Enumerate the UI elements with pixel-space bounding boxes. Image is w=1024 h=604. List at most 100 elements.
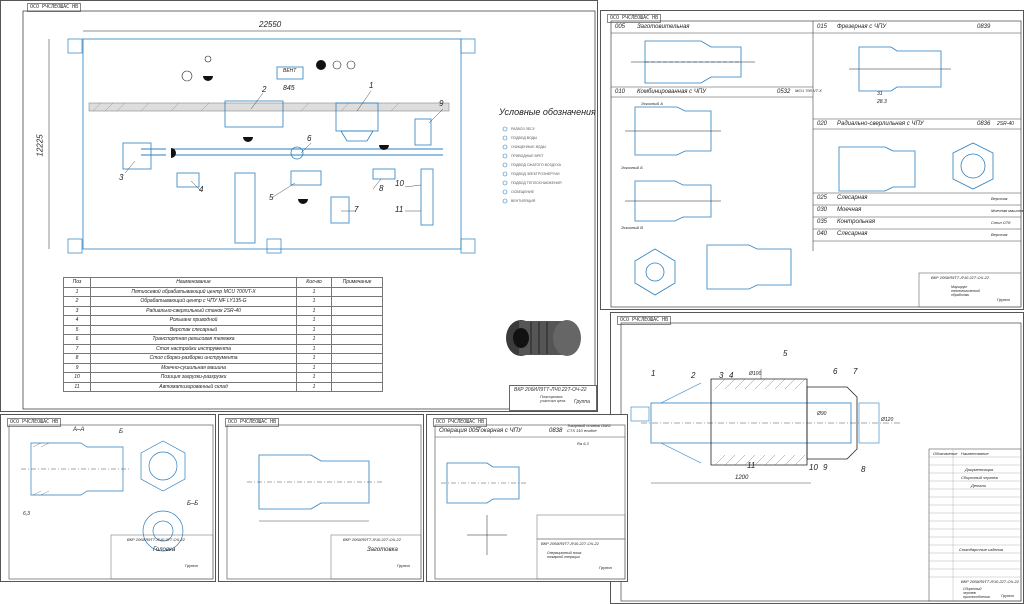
cell-pos: 2 [63,296,91,307]
equip-num-1: 1 [369,81,374,90]
title-block-code: ВКР 20бИЛ9ТТ-ЛЧ0.22Т-ОЧ-22 [931,275,989,280]
dim-width: 22550 [259,20,282,29]
cell-qty: 1 [296,334,332,345]
op-020-machine: 2SR-40 [997,121,1014,127]
dim-120: Ø120 [881,417,894,423]
cell-note [331,343,383,354]
title-block-group: Группа [1001,593,1014,598]
title-block-name: Головка [153,547,176,553]
equip-num-4: 4 [199,185,204,194]
section-bb-label: Б–Б [187,501,199,507]
cell-pos: 9 [63,362,91,373]
col-pos: Поз [63,277,91,288]
op-005-name: Заготовительная [637,24,690,30]
title-block-group: Группа [599,565,612,570]
cell-note [331,381,383,392]
spec-section-drawing: Сборочный чертеж [961,475,998,480]
title-block-code: ВКР 20бИЛ9ТТ-ЛЧ0.22Т-ОЧ-22 [343,537,401,542]
spec-header-designation: Обозначение [933,451,958,456]
title-block-group: Группа [397,563,410,568]
title-block-code: ВКР 20бИЛ9ТТ-ЛЧ0.22Т-ОЧ-22 [961,579,1019,584]
dim-31: 31 [877,91,883,97]
cell-qty: 1 [296,362,332,373]
op-010-code: 0532 [777,89,791,95]
dim-height: 12225 [35,134,45,157]
cell-note [331,305,383,316]
title-block-name: Операционный эскиз токарной операции [547,551,582,559]
cell-qty: 1 [296,343,332,354]
cell-pos: 10 [63,372,91,383]
operation-drawing [434,424,626,580]
cell-name: Обрабатывающий центр с ЧПУ MF LY135-G [90,296,297,307]
op-005-number: 005 [615,24,626,30]
part-num-7: 7 [853,367,858,376]
cell-pos: 3 [63,305,91,316]
cell-note [331,353,383,364]
sheet-stamp: ОСО РЧСЛЕОШАС НВ [607,14,662,23]
dim-90: Ø90 [817,411,827,417]
op-040-name: Слесарная [837,231,868,237]
sheet-stamp: ОСО РЧСЛЕОШАС НВ [225,418,280,427]
op-010-machine: MCU 700 VT-X [795,88,822,93]
op-030-number: 030 [817,207,828,213]
assembly-sheet: ОСО РЧСЛЕОШАС НВ [610,312,1024,604]
cell-qty: 1 [296,372,332,383]
cell-qty: 1 [296,296,332,307]
legend-item: ВЕНТИЛЯЦИЯ [511,199,536,203]
cell-pos: 1 [63,286,91,297]
view-label-a: Эскизный А [641,101,663,106]
equip-num-8: 8 [379,184,384,193]
op-header: Операция 005 [439,428,479,434]
equip-num-9: 9 [439,99,444,108]
equip-num-6: 6 [307,134,312,143]
cell-name: Рольганг приводной [90,315,297,326]
section-aa-label: А–А [73,427,85,433]
dim-28-3: 28.3 [877,99,887,105]
blank-sheet: ОСО РЧСЛЕОШАС НВ ВКР 20бИЛ9ТТ-ЛЧ0.22Т-ОЧ… [218,414,424,582]
part-num-10: 10 [809,463,818,472]
equip-num-5: 5 [269,193,274,202]
title-block-group: Группа [997,297,1010,302]
op-030-place: Моечная машина [991,208,1024,213]
op-020-number: 020 [817,121,828,127]
op-025-number: 025 [817,195,828,201]
equip-num-2: 2 [262,85,267,94]
cell-pos: 11 [63,381,91,392]
part-num-9: 9 [823,463,828,472]
op-040-place: Верстак [991,232,1008,237]
part-num-8: 8 [861,465,866,474]
cell-qty: 1 [296,315,332,326]
cell-name: Транспортная рельсовая тележка [90,334,297,345]
title-block: ВКР 20бИЛ9ТТ-ЛЧ0.22Т-ОЧ-22 Планировка уч… [509,385,597,411]
cell-name: Автоматизированный склад [90,381,297,392]
part-sheet: ОСО РЧСЛЕОШАС НВ А–А Б Б–Б 6,3 ВКР 20бИЛ… [0,414,216,582]
dim-1200: 1200 [735,475,749,481]
cell-name: Стол настройки инструмента [90,343,297,354]
title-block-code: ВКР 20бИЛ9ТТ-ЛЧ0.22Т-ОЧ-22 [541,541,599,546]
cell-pos: 8 [63,353,91,364]
title-block-name: Сборочный чертеж приспособления [963,587,990,599]
legend-title: Условные обозначения [499,107,596,117]
cell-note [331,286,383,297]
spec-section-standard: Стандартные изделия [959,547,1004,552]
equip-num-10: 10 [395,179,404,188]
op-name: Токарная с ЧПУ [477,428,522,434]
route-sheet: ОСО РЧСЛЕОШАС НВ [600,10,1024,310]
spec-section-parts: Детали [971,483,986,488]
part-num-4: 4 [729,371,734,380]
cell-pos: 6 [63,334,91,345]
part-num-3: 3 [719,371,724,380]
operation-sheet: ОСО РЧСЛЕОШАС НВ Операция 005 Токарная с… [426,414,628,582]
sheet-stamp: ОСО РЧСЛЕОШАС НВ [433,418,488,427]
cell-name: Позиция загрузки-разгрузки [90,372,297,383]
sheet-stamp: ОСО РЧСЛЕОШАС НВ [617,316,672,325]
dim-100: Ø100 [749,371,762,377]
view-label-c: Эскизный В [621,225,643,230]
op-code: 0838 [549,428,563,434]
